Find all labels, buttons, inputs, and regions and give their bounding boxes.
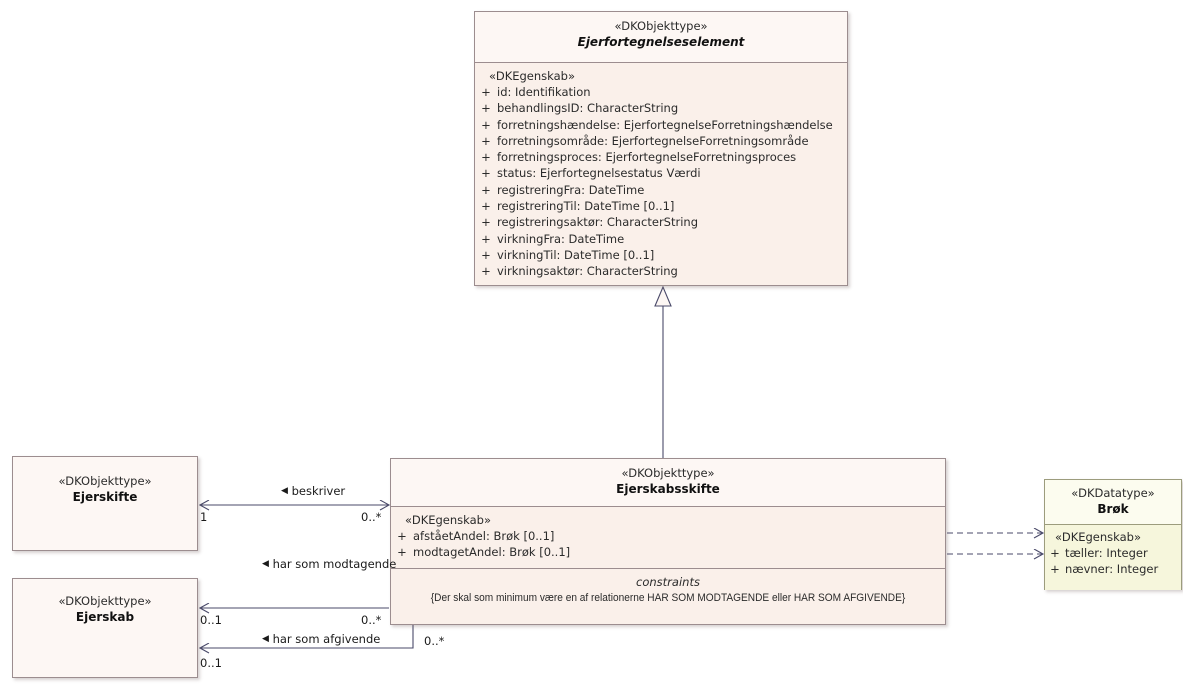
attribute-text: virkningsaktør: CharacterString [497, 264, 678, 279]
class-name: Ejerskab [75, 610, 135, 624]
attribute-text: registreringsaktør: CharacterString [497, 215, 699, 230]
attribute-row: + tæller: Integer [1045, 545, 1181, 561]
visibility: + [481, 247, 491, 262]
attributes-compartment: «DKEgenskab» + tæller: Integer + nævner:… [1045, 525, 1181, 590]
attribute-row: + virkningsaktør: CharacterString [475, 263, 847, 279]
visibility: + [481, 231, 491, 246]
generalization-connector [654, 285, 672, 458]
attribute-text: tæller: Integer [1065, 546, 1148, 560]
constraints-text: {Der skal som minimum være en af relatio… [430, 592, 906, 604]
visibility: + [1050, 562, 1060, 577]
visibility: + [481, 264, 491, 279]
visibility: + [397, 529, 407, 543]
association-label-har-som-afgivende[interactable]: ◀ har som afgivende [262, 632, 380, 646]
class-name: Ejerskifte [72, 490, 138, 504]
attribute-stereotype: «DKEgenskab» [489, 69, 575, 83]
attribute-text: registreringTil: DateTime [0..1] [497, 199, 675, 214]
attribute-text: behandlingsID: CharacterString [497, 101, 679, 116]
multiplicity-modtagende-source: 0..1 [200, 613, 222, 627]
attribute-stereotype: «DKEgenskab» [405, 513, 491, 527]
class-stereotype: «DKObjekttype» [58, 594, 152, 608]
multiplicity-beskriver-source: 1 [200, 510, 208, 524]
attribute-text: forretningsproces: EjerfortegnelseForret… [497, 150, 797, 165]
class-stereotype: «DKObjekttype» [614, 19, 708, 33]
association-label-beskriver[interactable]: ◀ beskriver [281, 484, 345, 498]
visibility: + [397, 545, 407, 560]
association-label-har-som-modtagende[interactable]: ◀ har som modtagende [262, 557, 396, 571]
attribute-row: + afståetAndel: Brøk [0..1] [391, 528, 945, 544]
attribute-text: afståetAndel: Brøk [0..1] [413, 529, 555, 543]
association-label-text: beskriver [291, 484, 346, 498]
class-name: Ejerfortegnelseselement [577, 35, 745, 49]
visibility: + [481, 117, 491, 132]
attribute-row: + status: Ejerfortegnelsestatus Værdi [475, 165, 847, 181]
visibility: + [481, 166, 491, 181]
attribute-row: + modtagetAndel: Brøk [0..1] [391, 544, 945, 560]
attribute-stereotype: «DKEgenskab» [1055, 530, 1141, 544]
visibility: + [1050, 546, 1060, 560]
attribute-text: forretningshændelse: EjerfortegnelseForr… [497, 117, 833, 132]
association-label-text: har som afgivende [272, 632, 381, 646]
visibility: + [481, 182, 491, 197]
class-ejerskifte[interactable]: «DKObjekttype» Ejerskifte [12, 456, 198, 551]
attribute-text: virkningTil: DateTime [0..1] [497, 247, 655, 262]
direction-triangle-icon: ◀ [262, 634, 269, 644]
attribute-row: + forretningshændelse: EjerfortegnelseFo… [475, 117, 847, 133]
direction-triangle-icon: ◀ [262, 559, 269, 569]
attribute-row: + nævner: Integer [1045, 561, 1181, 577]
multiplicity-modtagende-target: 0..* [361, 613, 382, 627]
attribute-row: + behandlingsID: CharacterString [475, 100, 847, 116]
visibility: + [481, 150, 491, 165]
constraints-title: constraints [636, 575, 700, 589]
direction-triangle-icon: ◀ [281, 486, 288, 496]
class-name: Ejerskabsskifte [616, 482, 720, 496]
association-label-text: har som modtagende [272, 557, 397, 571]
attribute-row: + registreringFra: DateTime [475, 182, 847, 198]
class-header-brok: «DKDatatype» Brøk [1045, 480, 1181, 525]
class-ejerskab[interactable]: «DKObjekttype» Ejerskab [12, 578, 198, 678]
class-stereotype: «DKObjekttype» [621, 466, 715, 480]
class-header-ejerskab: «DKObjekttype» Ejerskab [13, 579, 197, 677]
visibility: + [481, 215, 491, 230]
class-stereotype: «DKDatatype» [1071, 486, 1155, 500]
multiplicity-beskriver-target: 0..* [361, 510, 382, 524]
class-header-ejerskabsskifte: «DKObjekttype» Ejerskabsskifte [391, 459, 945, 507]
attributes-compartment: «DKEgenskab» + id: Identifikation + beha… [475, 63, 847, 285]
attribute-row: + registreringTil: DateTime [0..1] [475, 198, 847, 214]
multiplicity-afgivende-source: 0..1 [200, 656, 222, 670]
attribute-row: + virkningFra: DateTime [475, 231, 847, 247]
attribute-text: status: Ejerfortegnelsestatus Værdi [497, 166, 701, 181]
visibility: + [481, 199, 491, 214]
attribute-text: modtagetAndel: Brøk [0..1] [413, 545, 571, 560]
attribute-row: + id: Identifikation [475, 84, 847, 100]
attribute-text: virkningFra: DateTime [497, 231, 625, 246]
constraints-compartment: constraints {Der skal som minimum være e… [391, 569, 945, 624]
class-ejerskabsskifte[interactable]: «DKObjekttype» Ejerskabsskifte «DKEgensk… [390, 458, 946, 625]
class-ejerfortegnelseselement[interactable]: «DKObjekttype» Ejerfortegnelseselement «… [474, 11, 848, 286]
datatype-brok[interactable]: «DKDatatype» Brøk «DKEgenskab» + tæller:… [1044, 479, 1182, 590]
attribute-text: forretningsområde: EjerfortegnelseForret… [497, 133, 809, 148]
attribute-text: id: Identifikation [497, 85, 591, 99]
visibility: + [481, 133, 491, 148]
class-header-ejerfortegnelseselement: «DKObjekttype» Ejerfortegnelseselement [475, 12, 847, 63]
attribute-row: + registreringsaktør: CharacterString [475, 214, 847, 230]
attribute-text: nævner: Integer [1065, 562, 1159, 577]
visibility: + [481, 85, 491, 99]
attribute-row: + forretningsområde: EjerfortegnelseForr… [475, 133, 847, 149]
multiplicity-afgivende-target: 0..* [424, 634, 445, 648]
class-stereotype: «DKObjekttype» [58, 474, 152, 488]
attribute-row: + forretningsproces: EjerfortegnelseForr… [475, 149, 847, 165]
attribute-text: registreringFra: DateTime [497, 182, 645, 197]
class-header-ejerskifte: «DKObjekttype» Ejerskifte [13, 457, 197, 550]
association-har-som-afgivende-connector [200, 625, 414, 648]
attributes-compartment: «DKEgenskab» + afståetAndel: Brøk [0..1]… [391, 507, 945, 569]
class-name: Brøk [1097, 502, 1129, 516]
attribute-row: + virkningTil: DateTime [0..1] [475, 247, 847, 263]
visibility: + [481, 101, 491, 116]
